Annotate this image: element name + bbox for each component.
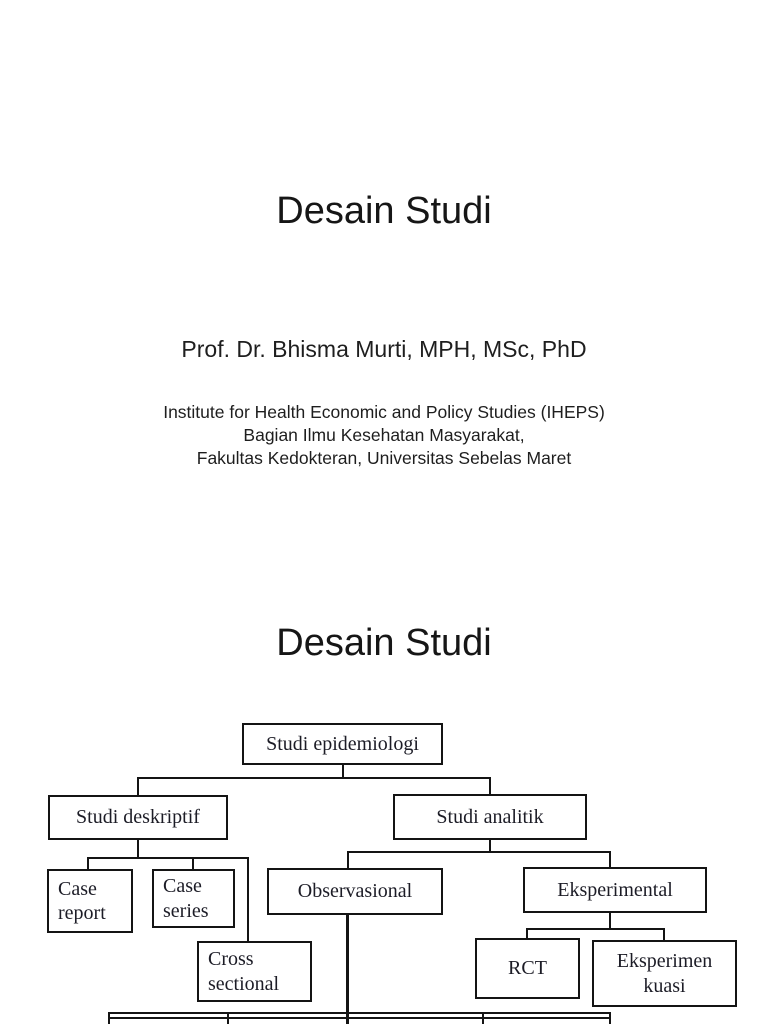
affiliation-line-1: Institute for Health Economic and Policy…	[163, 402, 605, 422]
connector-line	[227, 1014, 229, 1024]
diagram-node-cross-sectional: Cross sectional	[197, 941, 312, 1002]
affiliation-block: Institute for Health Economic and Policy…	[0, 401, 768, 470]
connector-line	[87, 859, 89, 869]
connector-line	[108, 1014, 110, 1024]
connector-line	[347, 853, 349, 868]
connector-line	[609, 913, 611, 928]
connector-line	[87, 857, 249, 859]
connector-line	[482, 1014, 484, 1024]
diagram-node-observasional: Observasional	[267, 868, 443, 915]
connector-line	[137, 779, 139, 795]
diagram-node-studi-epidemiologi: Studi epidemiologi	[242, 723, 443, 765]
connector-line	[526, 928, 665, 930]
connector-line	[489, 779, 491, 794]
author-line: Prof. Dr. Bhisma Murti, MPH, MSc, PhD	[181, 336, 587, 362]
affiliation-line-3: Fakultas Kedokteran, Universitas Sebelas…	[196, 448, 572, 468]
connector-line	[342, 765, 344, 778]
connector-line	[526, 930, 528, 938]
connector-line	[663, 930, 665, 940]
diagram-node-rct: RCT	[475, 938, 580, 999]
diagram-node-case-series: Case series	[152, 869, 235, 928]
connector-line	[108, 1012, 611, 1014]
slide1-title: Desain Studi	[276, 190, 492, 232]
slide2-title: Desain Studi	[276, 622, 492, 664]
connector-line	[347, 851, 611, 853]
connector-line	[346, 915, 349, 1024]
connector-line	[247, 859, 249, 941]
diagram-node-eksperimen-kuasi: Eksperimen kuasi	[592, 940, 737, 1007]
diagram-node-eksperimental: Eksperimental	[523, 867, 707, 913]
diagram-node-studi-analitik: Studi analitik	[393, 794, 587, 840]
connector-line	[609, 1014, 611, 1024]
diagram-node-studi-deskriptif: Studi deskriptif	[48, 795, 228, 840]
diagram-node-case-report: Case report	[47, 869, 133, 933]
connector-line	[137, 840, 139, 857]
connector-line	[609, 853, 611, 867]
cutoff-box-top-line	[108, 1017, 611, 1019]
connector-line	[489, 840, 491, 851]
connector-line	[192, 859, 194, 869]
affiliation-line-2: Bagian Ilmu Kesehatan Masyarakat,	[243, 425, 525, 445]
connector-line	[137, 777, 491, 779]
